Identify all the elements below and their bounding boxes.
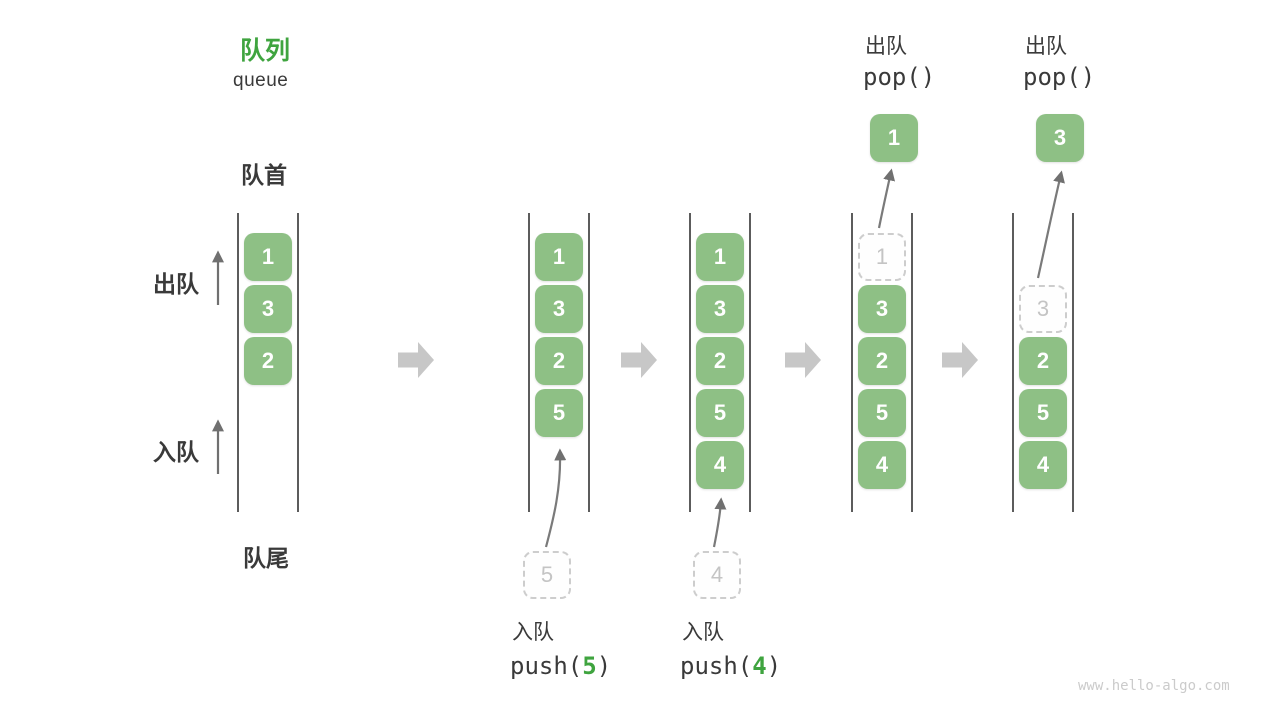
queue-block: 2 xyxy=(535,337,583,385)
queue-block: 2 xyxy=(858,337,906,385)
label-enqueue-side: 入队 xyxy=(153,439,199,465)
queue-wall-right xyxy=(297,213,299,512)
staged-block: 5 xyxy=(523,551,571,599)
op-code-arg: 5 xyxy=(582,652,597,680)
queue-block: 3 xyxy=(535,285,583,333)
transition-arrow-icon xyxy=(942,342,978,378)
label-queue-front: 队首 xyxy=(241,162,287,188)
enqueue-op-label: 入队 xyxy=(682,621,724,644)
queue-block: 5 xyxy=(858,389,906,437)
queue-block: 5 xyxy=(696,389,744,437)
op-code-arg: 4 xyxy=(752,652,767,680)
op-code-prefix: push( xyxy=(510,652,583,680)
push-5-arrow-icon xyxy=(544,448,567,548)
popped-block: 3 xyxy=(1036,114,1084,162)
queue-block: 5 xyxy=(1019,389,1067,437)
queue-block: 1 xyxy=(696,233,744,281)
dequeue-op-code: pop() xyxy=(863,63,936,91)
popped-block: 1 xyxy=(870,114,918,162)
queue-block: 3 xyxy=(696,285,744,333)
queue-block: 4 xyxy=(696,441,744,489)
queue-block: 1 xyxy=(244,233,292,281)
op-code-suffix: ) xyxy=(766,652,782,680)
pop-3-arrow-icon xyxy=(1036,170,1065,279)
figure-title-zh: 队列 xyxy=(240,37,291,65)
enqueue-op-code: push(5) xyxy=(510,652,611,680)
queue-block: 2 xyxy=(696,337,744,385)
queue-wall-left xyxy=(851,213,853,512)
queue-wall-left xyxy=(237,213,239,512)
pop-1-arrow-icon xyxy=(877,168,896,229)
staged-block: 4 xyxy=(693,551,741,599)
queue-wall-left xyxy=(689,213,691,512)
queue-wall-right xyxy=(1072,213,1074,512)
queue-block: 5 xyxy=(535,389,583,437)
queue-block: 3 xyxy=(858,285,906,333)
dequeue-op-label: 出队 xyxy=(1025,35,1067,58)
queue-wall-left xyxy=(1012,213,1014,512)
queue-block-ghost: 1 xyxy=(858,233,906,281)
dequeue-op-code: pop() xyxy=(1023,63,1096,91)
queue-block: 2 xyxy=(244,337,292,385)
queue-block: 4 xyxy=(858,441,906,489)
op-code-suffix: ) xyxy=(596,652,612,680)
queue-wall-right xyxy=(749,213,751,512)
enqueue-op-code: push(4) xyxy=(680,652,781,680)
queue-block: 4 xyxy=(1019,441,1067,489)
queue-wall-left xyxy=(528,213,530,512)
queue-block: 3 xyxy=(244,285,292,333)
transition-arrow-icon xyxy=(785,342,821,378)
enqueue-op-label: 入队 xyxy=(512,621,554,644)
queue-wall-right xyxy=(588,213,590,512)
label-dequeue-side: 出队 xyxy=(153,271,199,297)
watermark: www.hello-algo.com xyxy=(1078,678,1230,694)
transition-arrow-icon xyxy=(621,342,657,378)
dequeue-op-label: 出队 xyxy=(865,35,907,58)
figure-title-en: queue xyxy=(233,70,289,91)
queue-block-ghost: 3 xyxy=(1019,285,1067,333)
queue-block: 1 xyxy=(535,233,583,281)
queue-block: 2 xyxy=(1019,337,1067,385)
transition-arrow-icon xyxy=(398,342,434,378)
op-code-prefix: push( xyxy=(680,652,753,680)
queue-wall-right xyxy=(911,213,913,512)
label-queue-rear: 队尾 xyxy=(243,545,289,571)
push-4-arrow-icon xyxy=(712,497,727,548)
